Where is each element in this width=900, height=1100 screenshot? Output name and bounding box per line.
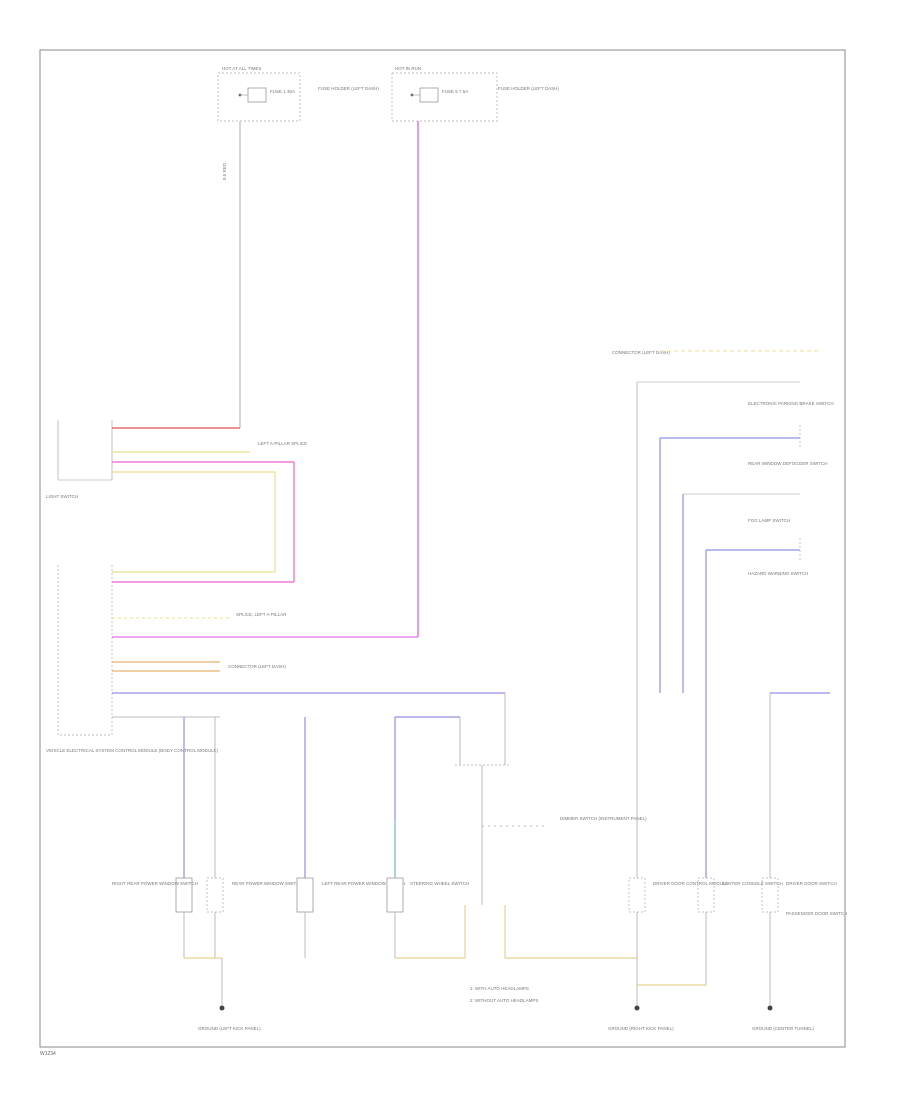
svg-text:0.5 RED: 0.5 RED — [222, 162, 227, 180]
fuse-1-header: HOT AT ALL TIMES — [222, 66, 262, 71]
bottom-8-label: PASSENGER DOOR SWITCH — [786, 911, 847, 916]
fuse-2-header: HOT IN RUN — [395, 66, 421, 71]
fuse-2-label: FUSE 5 7.5A — [442, 89, 468, 94]
fuse-2-desc: FUSE HOLDER (LEFT DASH) — [498, 86, 559, 91]
right-switch-4-label: HAZARD WARNING SWITCH — [748, 571, 808, 576]
ground-3-icon — [767, 1005, 773, 1011]
diagram-frame — [39, 49, 846, 1048]
bottom-5-label: DRIVER DOOR CONTROL MODULE — [653, 881, 728, 886]
page-id: W1234 — [40, 1051, 56, 1057]
right-switch-stack: CONNECTOR (LEFT DASH) ELECTRONIC PARKING… — [612, 350, 834, 693]
bottom-3-label: LEFT REAR POWER WINDOW SWITCH — [322, 881, 405, 886]
ground-returns: GROUND (LEFT KICK PANEL) GROUND (RIGHT K… — [183, 905, 814, 1031]
right-switch-1-label: ELECTRONIC PARKING BRAKE SWITCH — [748, 401, 834, 406]
vcm-label: VEHICLE ELECTRICAL SYSTEM CONTROL MODULE… — [46, 748, 218, 753]
light-switch: LIGHT SWITCH LEFT A-PILLAR SPLICE — [46, 420, 307, 499]
ground-2-icon — [634, 1005, 640, 1011]
fuse-1-desc: FUSE HOLDER (LEFT DASH) — [318, 86, 379, 91]
splice-left-b-label: SPLICE, LEFT A-PILLAR — [236, 612, 287, 617]
ground-1-label: GROUND (LEFT KICK PANEL) — [198, 1026, 261, 1031]
bottom-4-label: STEERING WHEEL SWITCH — [410, 881, 469, 886]
ground-1-icon — [219, 1005, 225, 1011]
fuse-block-2: HOT IN RUN FUSE 5 7.5A FUSE HOLDER (LEFT… — [391, 66, 559, 637]
top-connector-label: CONNECTOR (LEFT DASH) — [612, 350, 670, 355]
fuse-1-label: FUSE 1 30A — [270, 89, 295, 94]
bottom-6-label: CENTER CONSOLE SWITCH — [722, 881, 783, 886]
bottom-2-label: REAR POWER WINDOW SWITCH — [232, 881, 303, 886]
ground-3-label: GROUND (CENTER TUNNEL) — [752, 1026, 814, 1031]
note-2: 2: WITHOUT AUTO HEADLAMPS — [470, 998, 538, 1003]
center-switch: DIMMER SWITCH (INSTRUMENT PANEL) — [455, 764, 647, 959]
ground-2-label: GROUND (RIGHT KICK PANEL) — [608, 1026, 674, 1031]
fuse-block-1: HOT AT ALL TIMES FUSE 1 30A FUSE HOLDER … — [217, 66, 379, 428]
bottom-7-label: DRIVER DOOR SWITCH — [786, 881, 837, 886]
bottom-1-label: RIGHT REAR POWER WINDOW SWITCH — [112, 881, 198, 886]
light-switch-label: LIGHT SWITCH — [46, 494, 78, 499]
center-switch-label: DIMMER SWITCH (INSTRUMENT PANEL) — [560, 816, 647, 821]
notes: 1: WITH AUTO HEADLAMPS 2: WITHOUT AUTO H… — [470, 986, 538, 1003]
bottom-feeders — [183, 692, 830, 878]
splice-left-a-label: LEFT A-PILLAR SPLICE — [258, 441, 307, 446]
connector-left-dash-label: CONNECTOR (LEFT DASH) — [228, 664, 286, 669]
right-switch-3-label: FOG LAMP SWITCH — [748, 518, 790, 523]
note-1: 1: WITH AUTO HEADLAMPS — [470, 986, 529, 991]
vehicle-control-module: VEHICLE ELECTRICAL SYSTEM CONTROL MODULE… — [46, 565, 505, 753]
bottom-components: RIGHT REAR POWER WINDOW SWITCH REAR POWE… — [112, 877, 847, 916]
right-switch-2-label: REAR WINDOW DEFOGGER SWITCH — [748, 461, 828, 466]
